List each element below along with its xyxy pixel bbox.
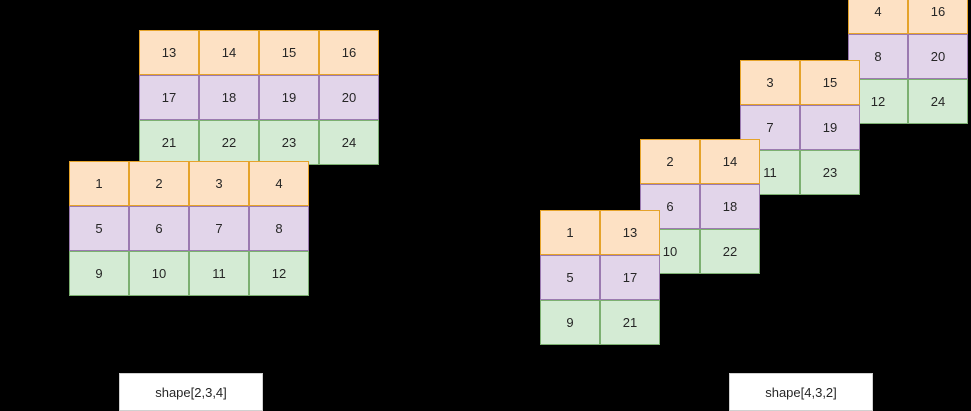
tensor-cell: 3 <box>740 60 800 105</box>
tensor-cell: 1 <box>540 210 600 255</box>
tensor-cell: 20 <box>319 75 379 120</box>
tensor-cell: 1 <box>69 161 129 206</box>
tensor-cell: 24 <box>319 120 379 165</box>
tensor-cell: 21 <box>139 120 199 165</box>
tensor-cell: 5 <box>540 255 600 300</box>
tensor-cell: 3 <box>189 161 249 206</box>
tensor-cell: 7 <box>740 105 800 150</box>
tensor-cell: 20 <box>908 34 968 79</box>
tensor-cell: 11 <box>189 251 249 296</box>
tensor-cell: 4 <box>848 0 908 34</box>
tensor-cell: 22 <box>700 229 760 274</box>
tensor-cell: 17 <box>139 75 199 120</box>
tensor-cell: 16 <box>908 0 968 34</box>
tensor-cell: 5 <box>69 206 129 251</box>
tensor-cell: 23 <box>259 120 319 165</box>
tensor-cell: 15 <box>800 60 860 105</box>
tensor-cell: 4 <box>249 161 309 206</box>
tensor-cell: 15 <box>259 30 319 75</box>
tensor-cell: 18 <box>700 184 760 229</box>
tensor-cell: 2 <box>640 139 700 184</box>
tensor-cell: 13 <box>600 210 660 255</box>
tensor-cell: 14 <box>700 139 760 184</box>
tensor-cell: 7 <box>189 206 249 251</box>
tensor-cell: 12 <box>249 251 309 296</box>
tensor-cell: 19 <box>259 75 319 120</box>
tensor-cell: 17 <box>600 255 660 300</box>
tensor-cell: 8 <box>249 206 309 251</box>
shape-label-right: shape[4,3,2] <box>729 373 873 411</box>
tensor-cell: 2 <box>129 161 189 206</box>
tensor-cell: 13 <box>139 30 199 75</box>
tensor-cell: 23 <box>800 150 860 195</box>
tensor-cell: 14 <box>199 30 259 75</box>
tensor-cell: 16 <box>319 30 379 75</box>
shape-label-left: shape[2,3,4] <box>119 373 263 411</box>
tensor-cell: 24 <box>908 79 968 124</box>
tensor-cell: 18 <box>199 75 259 120</box>
tensor-cell: 6 <box>129 206 189 251</box>
tensor-cell: 19 <box>800 105 860 150</box>
tensor-cell: 21 <box>600 300 660 345</box>
tensor-cell: 22 <box>199 120 259 165</box>
tensor-cell: 9 <box>540 300 600 345</box>
tensor-cell: 10 <box>129 251 189 296</box>
tensor-cell: 9 <box>69 251 129 296</box>
